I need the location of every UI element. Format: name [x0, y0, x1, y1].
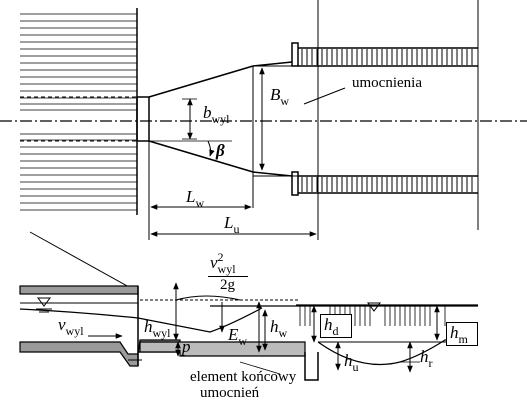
fraction-bar [208, 276, 248, 277]
label-h-m: hm [450, 323, 468, 346]
label-L-w: Lw [186, 187, 205, 210]
label-h-r: hr [420, 347, 433, 370]
label-v2-wyl: v2wyl [210, 250, 236, 276]
label-h-m-box [446, 322, 478, 346]
label-h-d: hd [324, 315, 339, 338]
label-h-d-box [320, 314, 352, 338]
label-B-w: Bw [270, 85, 290, 108]
label-beta: β [216, 141, 225, 160]
label-umocnienia: umocnienia [352, 75, 422, 91]
riprap-ticks-bottom [301, 177, 473, 192]
label-v-wyl: vwyl [58, 315, 84, 338]
label-h-w: hw [270, 317, 288, 340]
label-E-w: Ew [228, 325, 248, 348]
plan-view [0, 0, 527, 240]
label-h-u: hu [344, 351, 359, 374]
label-p: p [182, 337, 191, 356]
label-2g: 2g [220, 277, 235, 293]
profile-view [19, 231, 478, 381]
label-b-wyl: bwyl [203, 103, 230, 126]
label-h-wyl: hwyl [144, 317, 171, 340]
label-element-line2: umocnień [200, 385, 260, 401]
culvert-hatching [20, 13, 137, 211]
label-element-line1: element końcowy [190, 369, 297, 385]
label-L-u: Lu [224, 213, 240, 236]
riprap-ticks-top [301, 49, 473, 65]
